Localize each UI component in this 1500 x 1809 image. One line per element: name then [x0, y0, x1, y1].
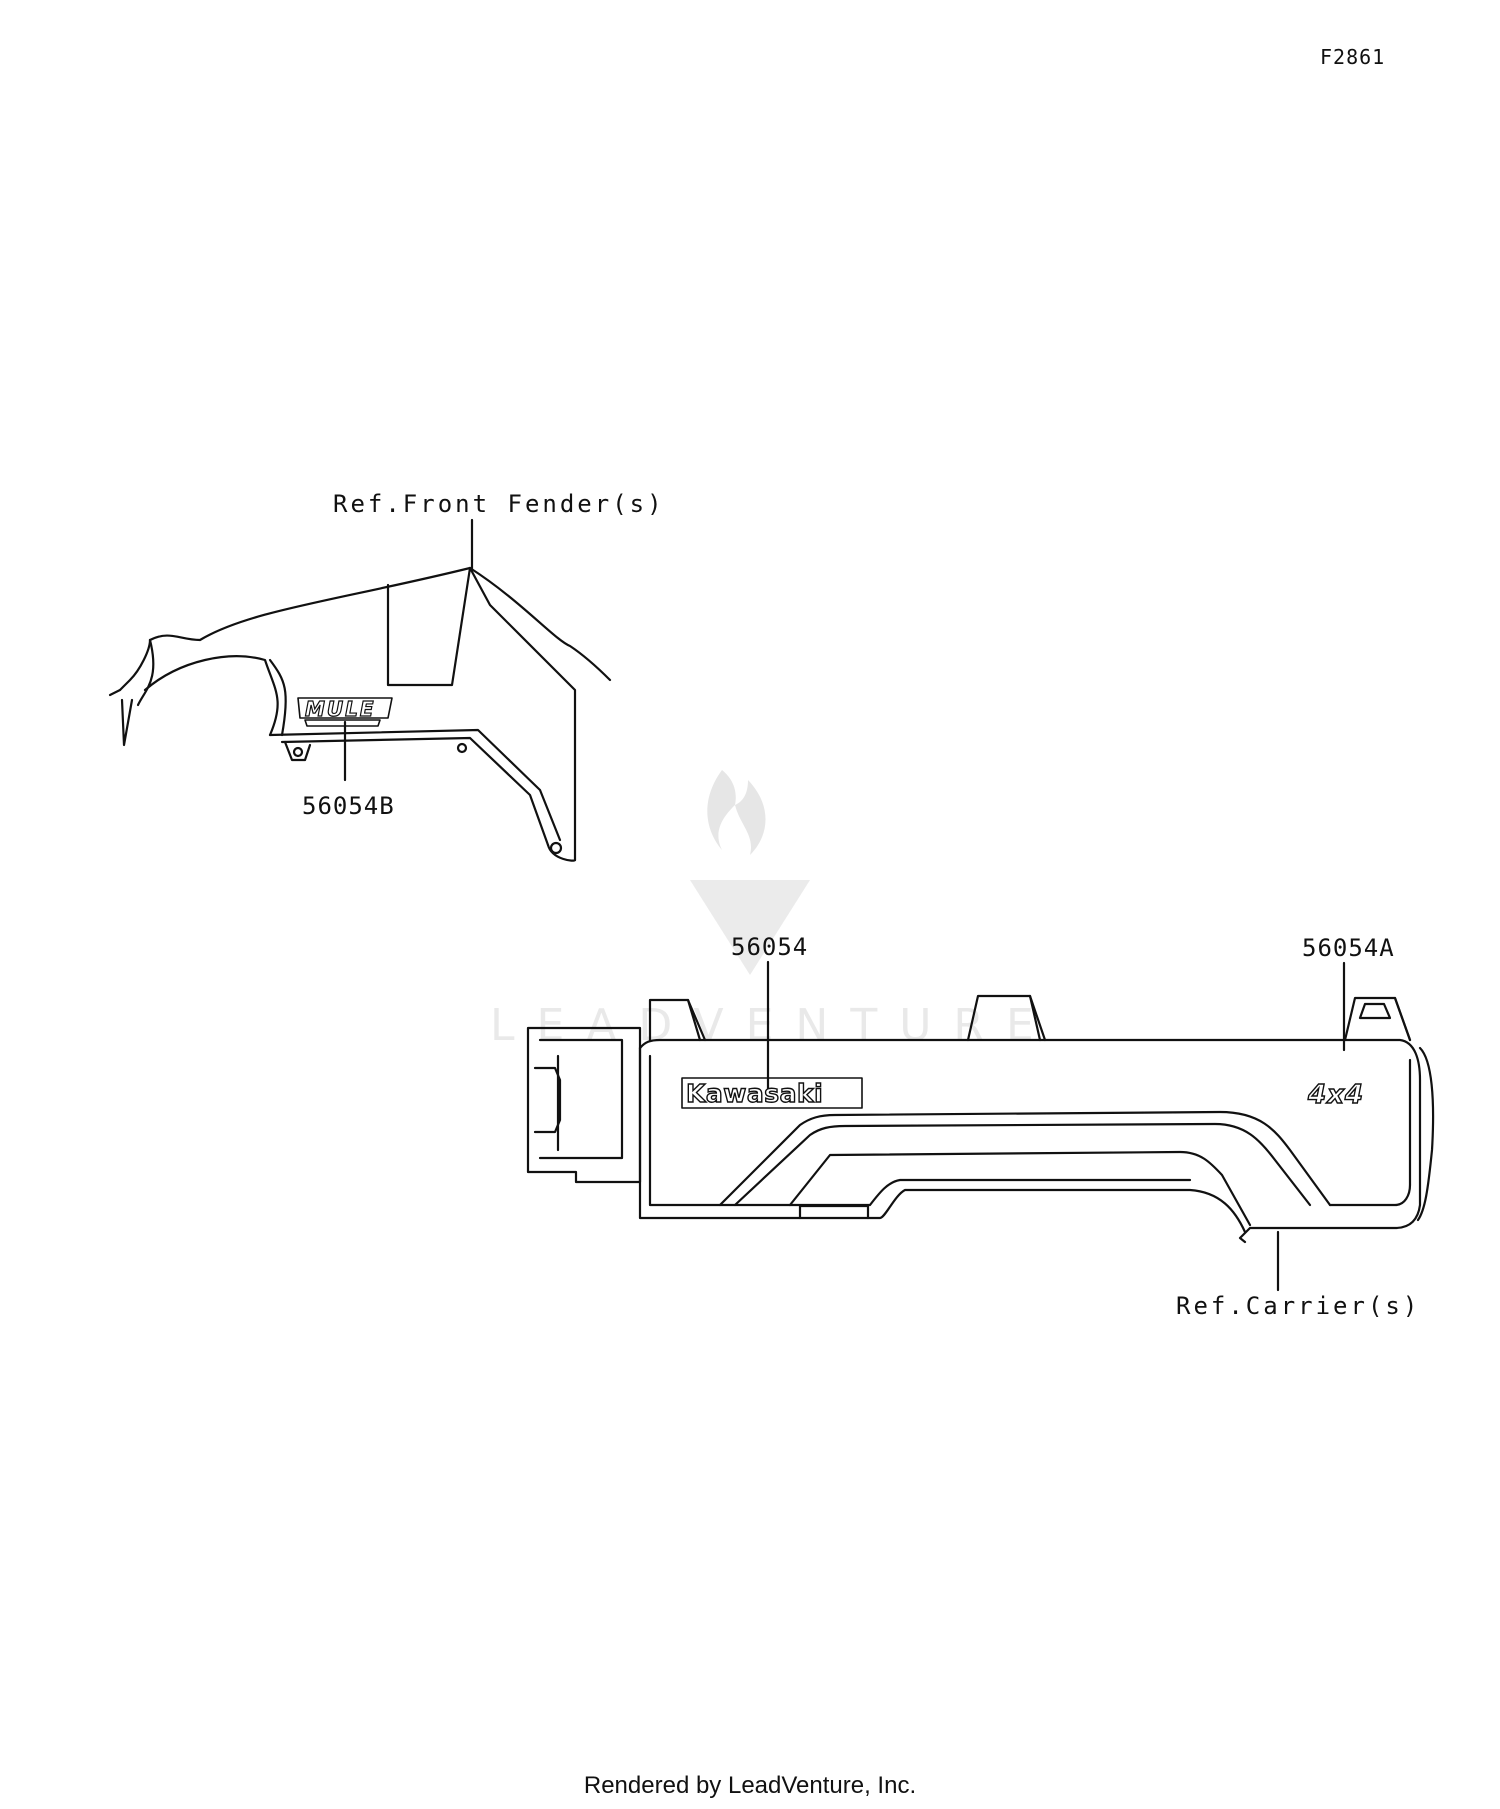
watermark-text: LEADVENTURE [490, 1000, 1056, 1051]
callout-56054B: 56054B [302, 792, 395, 820]
footer-credit: Rendered by LeadVenture, Inc. [583, 1772, 917, 1799]
four-by-four-decal: 4x4 [1306, 1079, 1364, 1110]
kawasaki-decal-text: Kawasaki [686, 1079, 823, 1108]
figure-code: F2861 [1320, 45, 1385, 69]
front-fender-drawing: MULE [108, 566, 612, 862]
ref-carrier-label: Ref.Carrier(s) [1176, 1292, 1420, 1320]
carrier-drawing: Kawasaki 4x4 [526, 994, 1435, 1244]
callout-56054: 56054 [731, 933, 808, 961]
watermark-logo: LEADVENTURE [490, 770, 1056, 1051]
callout-56054A: 56054A [1302, 934, 1395, 962]
kawasaki-decal: Kawasaki [681, 1077, 863, 1109]
mule-decal-text: MULE [305, 697, 376, 721]
ref-front-fender-label: Ref.Front Fender(s) [333, 490, 665, 518]
four-by-four-decal-text: 4x4 [1307, 1080, 1364, 1110]
mule-decal: MULE [297, 696, 393, 727]
